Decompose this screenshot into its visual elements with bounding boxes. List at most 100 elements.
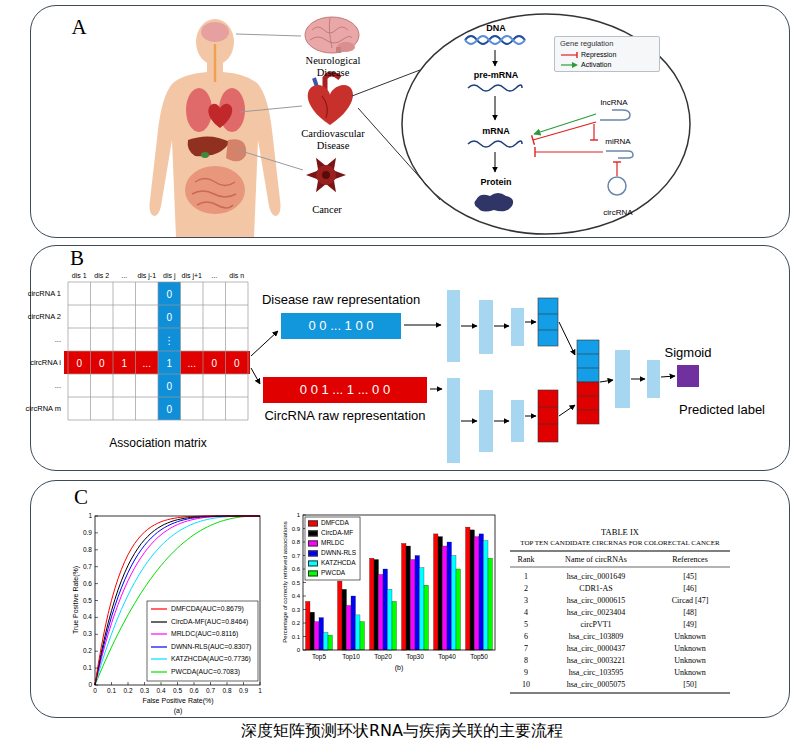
network-layer	[447, 378, 460, 463]
table-cell: 9	[524, 669, 528, 678]
chart-bar	[488, 558, 493, 650]
gene-regulation-legend-box: Gene regulationRepressionActivation	[554, 36, 660, 72]
table-cell: [48]	[683, 609, 696, 618]
matrix-column-header: ...	[121, 272, 127, 280]
vector-heading: CircRNA raw representation	[264, 409, 425, 423]
roc-curve	[95, 516, 260, 685]
axis-tick	[227, 682, 228, 685]
regulation-illustration	[613, 161, 621, 162]
axis-tick-label: 0.8	[222, 687, 231, 694]
axis-tick-label: 0.3	[292, 606, 300, 613]
organ-leader-line	[236, 34, 303, 170]
flow-arrow	[631, 379, 645, 380]
legend-line-sample	[150, 643, 168, 651]
axis-tick-label: 0.6	[292, 566, 300, 573]
axis-tick-label: 1	[88, 512, 92, 519]
regulation-illustration	[590, 139, 598, 140]
axis-title: True Positive Rate(%)	[72, 566, 80, 634]
axis-tick-label: Top40	[438, 653, 456, 660]
chart-bar	[328, 635, 333, 650]
axis-tick-label: 0.6	[83, 580, 92, 587]
axis-tick	[177, 682, 178, 685]
table-cell: [46]	[683, 585, 696, 594]
axis-tick-label: 0.3	[83, 631, 92, 638]
table-title: TOP TEN CANDIDATE CIRCRNAS FOR COLORECTA…	[520, 540, 719, 548]
table-cell: [50]	[683, 681, 696, 690]
matrix-cell-value: 0	[166, 311, 172, 322]
legend-text: MRLDC	[321, 539, 344, 546]
bar-chart	[305, 517, 360, 580]
table-header: Rank	[518, 556, 535, 565]
disease-vector-bar: Disease raw representation0 0 ... 1 0 0	[281, 313, 401, 339]
axis-tick-label: Top5	[312, 653, 326, 660]
chart-bar	[479, 534, 484, 650]
axis-tick-label: 0.9	[83, 529, 92, 536]
chart-bar	[370, 558, 375, 650]
legend-text: Activation	[581, 61, 611, 69]
table-cell: [45]	[683, 573, 696, 582]
table-cell: Circad [47]	[672, 597, 709, 606]
legend-line-sample	[151, 658, 167, 659]
matrix-cell-value: ⋮	[164, 334, 174, 345]
legend-item: DMFCDA	[308, 519, 349, 526]
chart-bar	[402, 543, 407, 650]
table-cell: hsa_circ_0003221	[567, 657, 626, 666]
axis-tick-label: 0.5	[292, 579, 300, 586]
matrix-cell-value: ...	[143, 357, 151, 368]
legend-text: DMFCDA	[321, 519, 349, 526]
central-dogma-illustration	[495, 152, 496, 172]
matrix-cell-value: 1	[166, 357, 172, 368]
legend-text: PWCDA(AUC=0.7083)	[171, 668, 240, 675]
legend-line-sample	[150, 668, 168, 676]
association-matrix	[68, 351, 248, 352]
table-cell: [49]	[683, 621, 696, 630]
human-body	[185, 166, 245, 214]
axis-tick-label: 0.4	[83, 614, 92, 621]
axis-tick	[303, 623, 306, 624]
table-rule	[510, 567, 730, 568]
network-layer	[577, 410, 599, 411]
legend-line-sample	[561, 64, 573, 65]
axis-tick	[111, 682, 112, 685]
table-cell: circPVT1	[580, 621, 611, 630]
legend-item: DWNN-RLS	[308, 549, 356, 556]
roc-curve	[95, 516, 260, 685]
legend-swatch	[308, 540, 318, 546]
figure-caption: 深度矩阵预测环状RNA与疾病关联的主要流程	[241, 722, 563, 740]
table-title: TABLE IX	[601, 528, 639, 537]
roc-curve	[95, 516, 260, 685]
network-layer	[677, 365, 699, 387]
legend-item: Repression	[560, 51, 616, 59]
axis-tick-label: 0.4	[156, 687, 165, 694]
molecule-label: mRNA	[482, 127, 510, 137]
chart-bar	[392, 601, 397, 650]
network-layer	[511, 308, 524, 346]
human-body	[186, 88, 212, 132]
matrix-row-header: circRNA 1	[28, 289, 61, 297]
legend-line-sample	[572, 62, 578, 68]
association-matrix	[68, 420, 248, 421]
table-cell: Unknown	[674, 669, 706, 678]
axis-tick-label: 0.7	[206, 687, 215, 694]
axis-tick-label: Top10	[342, 653, 360, 660]
legend-line-sample	[560, 61, 578, 69]
flow-arrow	[525, 416, 536, 417]
flow-arrow	[430, 389, 442, 390]
axis-tick	[210, 682, 211, 685]
table-cell: 3	[524, 597, 528, 606]
brain-icon	[305, 17, 359, 53]
legend-text: MRLDC(AUC=0.8116)	[171, 630, 238, 637]
heart-icon	[308, 74, 353, 125]
roc-curve	[95, 516, 260, 685]
roc-chart	[147, 601, 258, 681]
network-layer	[538, 424, 558, 425]
legend-item: DMFCDA(AUC=0.8679)	[150, 605, 244, 613]
panel-letter: B	[70, 247, 84, 270]
regulation-illustration	[532, 135, 535, 145]
regulation-illustration	[593, 124, 594, 140]
human-body	[192, 179, 236, 209]
chart-bar	[452, 556, 457, 651]
gene-regulation-circle: DNApre-mRNAmRNAProteinlncRNAmiRNAcircRNA…	[401, 13, 691, 235]
roc-chart	[95, 516, 260, 685]
human-body	[208, 104, 232, 128]
